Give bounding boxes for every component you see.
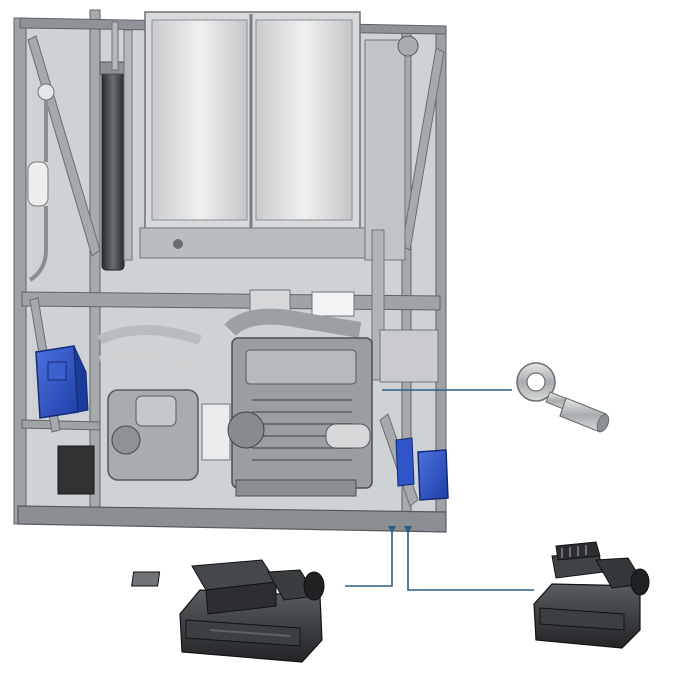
flywheel-icon (227, 411, 265, 449)
valve-cover (245, 349, 357, 385)
engine (224, 308, 373, 497)
right-upper-assembly (364, 35, 419, 381)
compressor-cover (201, 403, 231, 461)
right-diagonal-brace (401, 47, 445, 251)
engine-base (235, 479, 357, 497)
base-rail (17, 505, 447, 533)
coil-panel-left (151, 19, 248, 221)
starter-motor (325, 423, 371, 449)
receiver-tank (27, 21, 133, 282)
control-box-white (311, 291, 355, 317)
compressor-pulley-icon (111, 425, 141, 455)
electrical-connector-icon (533, 541, 650, 649)
leader-arrow-right-icon (404, 526, 412, 534)
left-blue-module (35, 345, 89, 419)
leader-connector-left (345, 530, 393, 587)
inner-left-post (89, 9, 101, 523)
electrical-connector-icon (131, 559, 325, 663)
lower-rail (21, 419, 101, 431)
gauge-icon (37, 83, 55, 101)
right-duct (364, 39, 406, 261)
callout-leaders (345, 389, 534, 591)
compressor-hose (97, 325, 202, 345)
blue-module-left-body (35, 345, 79, 419)
left-pipe-lower (28, 206, 48, 282)
battery-box (379, 329, 439, 383)
leader-arrow-left-icon (388, 526, 396, 534)
left-post (13, 17, 27, 525)
receiver-tube (101, 69, 125, 271)
valve-icon (397, 35, 419, 57)
blue-module-right-bracket (395, 437, 415, 487)
right-blue-module (395, 437, 449, 501)
intake-hose (224, 308, 362, 338)
compressor-hose-2 (99, 352, 212, 374)
compressor-head (135, 395, 177, 427)
tray-bolt-icon (173, 239, 183, 249)
ring-terminal-icon (516, 362, 610, 433)
compressor (57, 325, 231, 495)
condenser-coil (139, 11, 366, 259)
coil-panel-right (255, 19, 353, 221)
refrigerant-pipe-top (111, 21, 119, 71)
blue-module-left-side (73, 345, 89, 413)
refrigerant-pipe (123, 29, 133, 261)
compressor-motor (57, 445, 95, 495)
blue-module-right-body (417, 449, 449, 501)
leader-connector-right (407, 530, 534, 591)
blue-module-left-port (47, 361, 67, 381)
accumulator (27, 161, 49, 207)
